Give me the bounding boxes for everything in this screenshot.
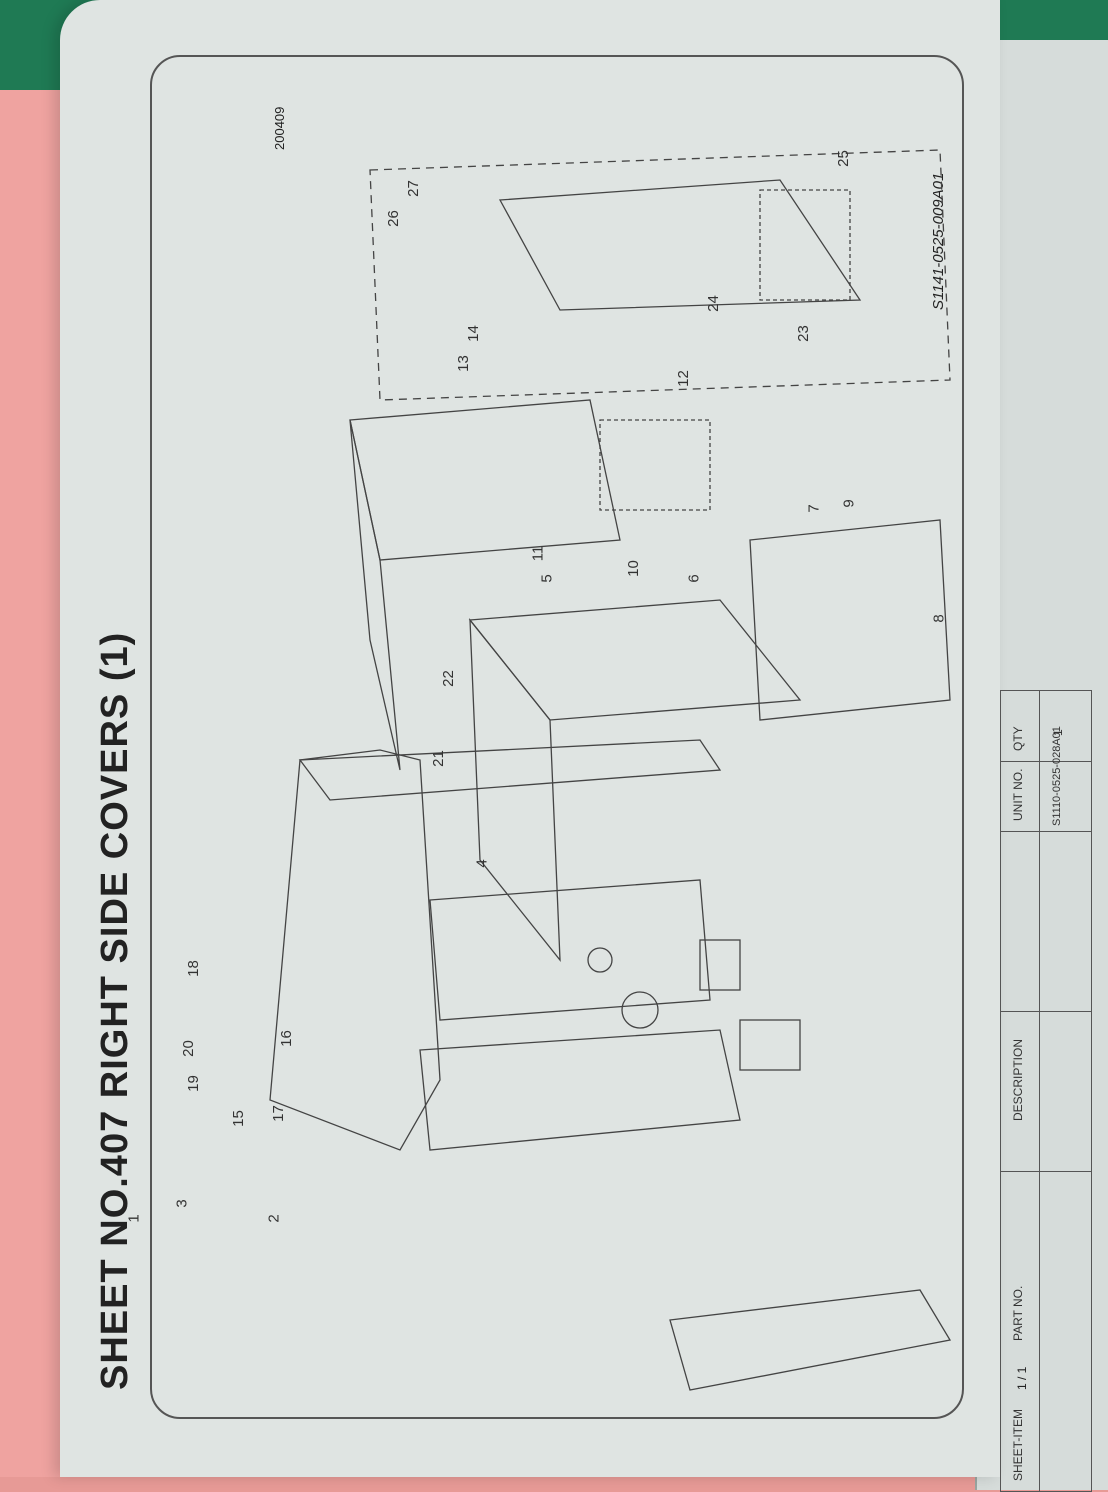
callout-3: 3 bbox=[173, 1199, 191, 1208]
header-qty: QTY bbox=[1011, 726, 1025, 751]
callout-19: 19 bbox=[184, 1075, 202, 1092]
cell-unit-no: S1110-0525-028A01 bbox=[1051, 726, 1063, 826]
parts-table: SHEET-ITEM PART NO. DESCRIPTION UNIT NO.… bbox=[1000, 690, 1092, 1492]
callout-16: 16 bbox=[277, 1030, 295, 1047]
callout-17: 17 bbox=[269, 1105, 287, 1122]
callout-18: 18 bbox=[184, 960, 202, 977]
callout-20: 20 bbox=[179, 1040, 197, 1057]
header-sheet-item: SHEET-ITEM bbox=[1011, 1408, 1025, 1481]
callout-13: 13 bbox=[454, 355, 472, 372]
callout-25: 25 bbox=[834, 150, 852, 167]
callout-10: 10 bbox=[624, 560, 642, 577]
callout-2: 2 bbox=[265, 1214, 283, 1223]
callout-21: 21 bbox=[429, 750, 447, 767]
callout-7: 7 bbox=[805, 504, 823, 513]
callout-4: 4 bbox=[473, 859, 491, 868]
callout-6: 6 bbox=[685, 574, 703, 583]
callout-9: 9 bbox=[840, 499, 858, 508]
callout-22: 22 bbox=[439, 670, 457, 687]
callout-27: 27 bbox=[404, 180, 422, 197]
callout-1: 1 bbox=[125, 1214, 143, 1223]
header-description: DESCRIPTION bbox=[1011, 1038, 1025, 1121]
cell-qty: 1 bbox=[1051, 729, 1065, 736]
callout-15: 15 bbox=[229, 1110, 247, 1127]
callout-23: 23 bbox=[794, 325, 812, 342]
callout-14: 14 bbox=[464, 325, 482, 342]
callout-5: 5 bbox=[538, 574, 556, 583]
callout-8: 8 bbox=[930, 614, 948, 623]
callout-24: 24 bbox=[704, 295, 722, 312]
header-unit-no: UNIT NO. bbox=[1011, 768, 1025, 821]
drawing-frame bbox=[150, 55, 964, 1419]
callout-12: 12 bbox=[674, 370, 692, 387]
callout-26: 26 bbox=[384, 210, 402, 227]
callout-11: 11 bbox=[529, 545, 547, 562]
manual-page bbox=[60, 0, 1000, 1477]
page-marker: 1 / 1 bbox=[1015, 1366, 1029, 1390]
header-part-no: PART NO. bbox=[1011, 1285, 1025, 1341]
